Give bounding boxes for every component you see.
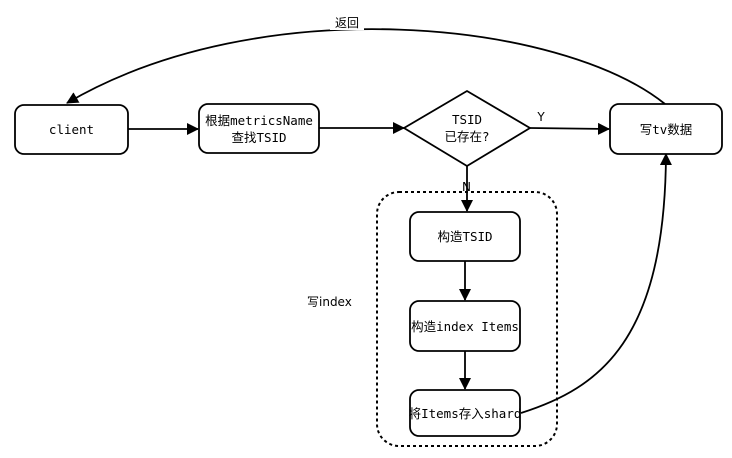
node-decision-tsid-exists: TSID 已存在? xyxy=(403,90,531,167)
node-build-index-items: 构造index Items xyxy=(409,300,521,352)
node-decision-label-line1: TSID xyxy=(452,112,482,127)
node-lookup-label-line2: 查找TSID xyxy=(231,130,286,145)
node-lookup-label-line1: 根据metricsName xyxy=(205,113,313,128)
node-build-tsid-label: 构造TSID xyxy=(437,229,492,244)
node-write-tv-data: 写tv数据 xyxy=(609,103,723,155)
edge-label-yes: Y xyxy=(536,110,545,124)
edge-label-return: 返回 xyxy=(335,16,359,30)
edge-decision-yes xyxy=(529,122,610,135)
node-write-tv-label: 写tv数据 xyxy=(640,122,693,137)
node-build-tsid: 构造TSID xyxy=(409,211,521,262)
node-decision-label-line2: 已存在? xyxy=(444,129,489,144)
node-store-shard: 将Items存入shard xyxy=(409,389,522,437)
return-label-bg xyxy=(330,14,364,30)
edge-label-no: N xyxy=(462,180,471,194)
node-lookup-tsid: 根据metricsName 查找TSID xyxy=(198,103,320,154)
edge-shard-to-tv xyxy=(520,153,672,414)
group-label-write-index: 写index xyxy=(307,295,352,309)
node-client-label: client xyxy=(49,122,94,137)
node-store-shard-label: 将Items存入shard xyxy=(409,406,522,421)
edge-return xyxy=(66,28,666,105)
node-client: client xyxy=(14,104,129,155)
node-build-index-label: 构造index Items xyxy=(411,319,519,334)
